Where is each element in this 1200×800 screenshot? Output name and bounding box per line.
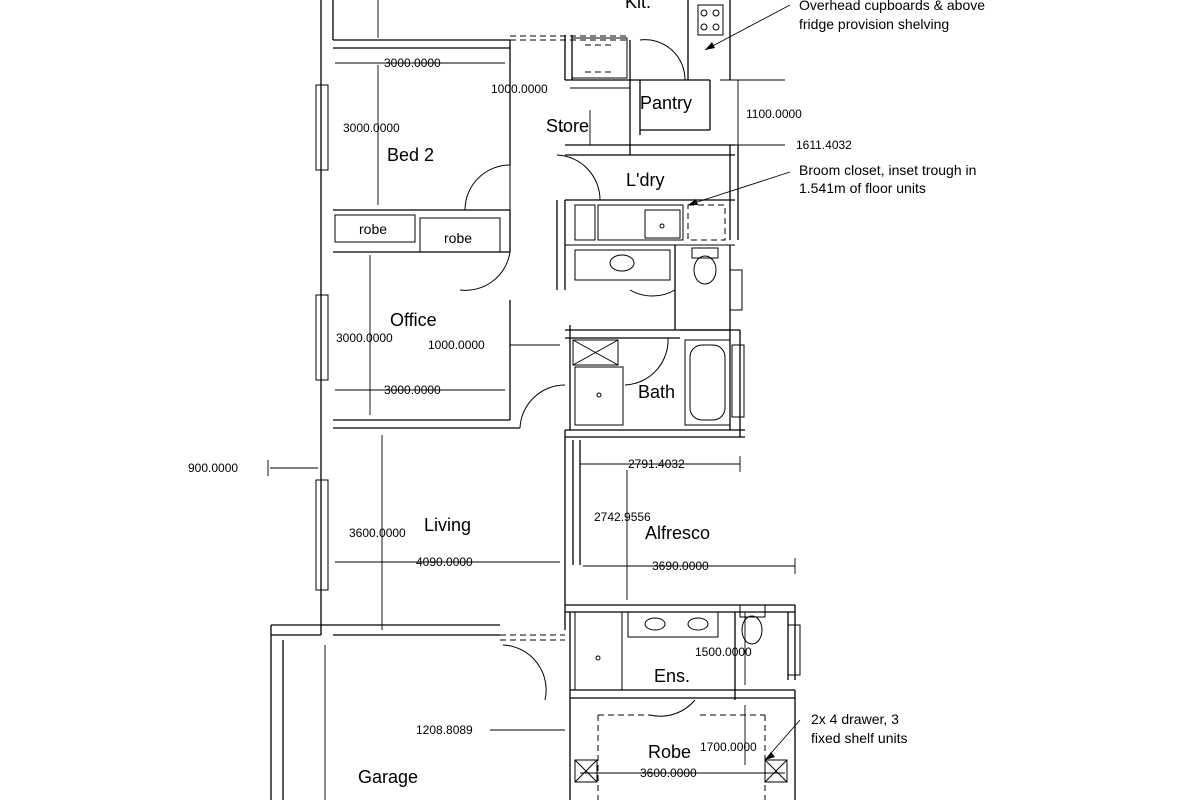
room-label-ensuite: Ens. <box>654 666 690 686</box>
dim-bed2-depth: 3000.0000 <box>343 121 400 135</box>
note-overhead-line1: Overhead cupboards & above <box>799 0 985 13</box>
note-broom-line2: 1.541m of floor units <box>799 180 926 196</box>
room-label-bath: Bath <box>638 382 675 402</box>
room-label-robe-main: Robe <box>648 742 691 762</box>
dim-pantry-depth: 1100.0000 <box>746 107 802 121</box>
room-label-bed2: Bed 2 <box>387 145 434 165</box>
note-overhead-line2: fridge provision shelving <box>799 16 949 32</box>
note-broom-line1: Broom closet, inset trough in <box>799 162 976 178</box>
dim-alfresco-depth: 2742.9556 <box>594 510 651 524</box>
room-label-robe-2: robe <box>444 230 472 246</box>
dim-office-depth: 3000.0000 <box>336 331 393 345</box>
annotation-notes: Overhead cupboards & above fridge provis… <box>799 0 985 746</box>
room-label-alfresco: Alfresco <box>645 523 710 543</box>
room-label-laundry: L'dry <box>626 170 664 190</box>
walls <box>270 0 801 800</box>
dim-living-width: 4090.0000 <box>416 555 473 569</box>
room-label-robe-1: robe <box>359 221 387 237</box>
dim-garage-door: 1208.8089 <box>416 723 473 737</box>
dim-bed2-width: 3000.0000 <box>384 56 441 70</box>
room-label-living: Living <box>424 515 471 535</box>
note-drawer-line1: 2x 4 drawer, 3 <box>811 711 899 727</box>
room-labels: Kit. Pantry Store Bed 2 L'dry robe robe … <box>358 0 710 787</box>
dimension-lines <box>267 0 796 800</box>
dim-store-width: 1000.0000 <box>491 82 548 96</box>
note-leaders <box>687 4 801 761</box>
dim-laundry-width: 1611.4032 <box>796 138 852 152</box>
dim-robe-width: 3600.0000 <box>640 766 697 780</box>
dim-living-depth: 3600.0000 <box>349 526 406 540</box>
room-label-store: Store <box>546 116 589 136</box>
room-label-pantry: Pantry <box>640 93 692 113</box>
note-drawer-line2: fixed shelf units <box>811 730 908 746</box>
dim-ensuite-depth: 1500.0000 <box>695 645 752 659</box>
dimension-labels: 3000.0000 3000.0000 1000.0000 1100.0000 … <box>188 56 852 780</box>
room-label-kitchen: Kit. <box>625 0 651 12</box>
dim-alfresco-width: 3690.0000 <box>652 559 709 573</box>
room-label-office: Office <box>390 310 437 330</box>
dim-alfresco-width-top: 2791.4032 <box>628 457 685 471</box>
dim-office-corridor: 1000.0000 <box>428 338 485 352</box>
room-label-garage: Garage <box>358 767 418 787</box>
dim-robe-depth: 1700.0000 <box>700 740 757 754</box>
dim-office-width: 3000.0000 <box>384 383 441 397</box>
dim-side-setback: 900.0000 <box>188 461 238 475</box>
